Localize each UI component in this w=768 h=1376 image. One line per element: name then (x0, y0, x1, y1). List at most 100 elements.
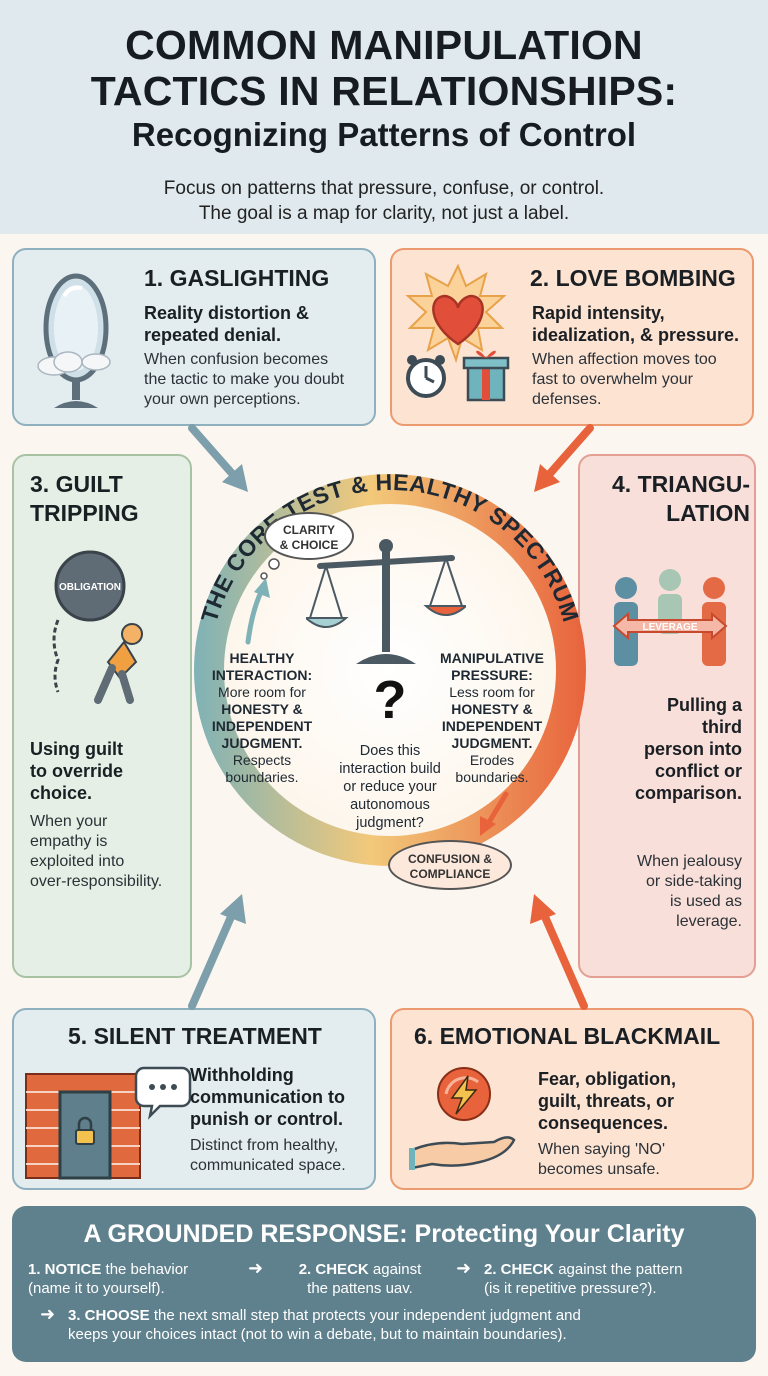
body-line: is used as (669, 893, 742, 910)
card-silent-treatment: 5. SILENT TREATMENT Withholding communic… (12, 1008, 376, 1190)
title-line: 3. GUILT (30, 471, 123, 497)
down-arrow-icon (480, 791, 509, 836)
card-lead: Rapid intensity, idealization, & pressur… (532, 302, 739, 346)
step-notice: 1. NOTICE the behavior (name it to yours… (28, 1260, 254, 1298)
step-text: (is it repetitive pressure?). (484, 1280, 657, 1297)
card-title: 5. SILENT TREATMENT (68, 1023, 322, 1049)
healthy-line: boundaries. (225, 769, 299, 785)
step-text: the behavior (105, 1261, 189, 1278)
lead-line: guilt, threats, or (538, 1091, 675, 1111)
arrow-icon: ➜ (456, 1258, 472, 1278)
lead-line: Using guilt (30, 739, 123, 759)
lead-line: Pulling a (666, 695, 742, 715)
step-text: keeps your choices intact (not to win a … (68, 1326, 567, 1343)
thought-dots (260, 558, 280, 580)
bubble-line: COMPLIANCE (409, 867, 491, 881)
bubble-line: CLARITY (283, 523, 335, 537)
footer-title: A GROUNDED RESPONSE: Protecting Your Cla… (83, 1220, 685, 1248)
body-line: Distinct from healthy, (190, 1137, 339, 1154)
manipulative-pressure-text: MANIPULATIVE PRESSURE: Less room for HON… (430, 650, 554, 786)
card-title: 4. TRIANGU- LATION (580, 470, 750, 528)
step-choose: 3. CHOOSE the next small step that prote… (68, 1306, 748, 1344)
step-check-2: 2. CHECK against the pattern (is it repe… (484, 1260, 744, 1298)
manipulative-line: Erodes (469, 752, 515, 768)
healthy-line: Respects (232, 752, 292, 768)
lead-line: Withholding (190, 1065, 294, 1085)
step-text: the next small step that protects your i… (153, 1307, 581, 1324)
obligation-label: OBLIGATION (59, 582, 121, 593)
hand-lightning-icon (409, 1067, 516, 1170)
card-body: Distinct from healthy, communicated spac… (190, 1136, 346, 1176)
body-line: leverage. (676, 913, 742, 930)
body-line: becomes unsafe. (538, 1161, 660, 1178)
step-keyword: 1. NOTICE (28, 1261, 102, 1278)
question-line: Does this (359, 743, 421, 759)
arrow-from-gaslighting (188, 424, 248, 492)
card-lead: Using guilt to override choice. (30, 738, 123, 804)
card-lead: Fear, obligation, guilt, threats, or con… (538, 1068, 676, 1134)
title-line-1: COMMON MANIPULATION (125, 22, 643, 68)
lead-line: conflict or (654, 761, 742, 781)
core-test-circle: THE CORE TEST & HEALTHY SPECTRUM CLARITY… (180, 460, 600, 890)
question-line: or reduce your (343, 779, 437, 795)
lead-line: idealization, & pressure. (532, 325, 740, 345)
card-body: When confusion becomes the tactic to mak… (144, 350, 344, 410)
card-title: 6. EMOTIONAL BLACKMAIL (414, 1023, 721, 1049)
question-mark-icon: ? (373, 670, 407, 730)
step-text: against the pattern (558, 1261, 683, 1278)
page-description: Focus on patterns that pressure, confuse… (0, 176, 768, 226)
leverage-label: LEVERAGE (642, 622, 697, 633)
card-title: 2. LOVE BOMBING (530, 265, 736, 291)
body-line: empathy is (30, 833, 108, 850)
card-title: 3. GUILT TRIPPING (30, 470, 139, 528)
brick-wall-door-icon (25, 1066, 192, 1180)
healthy-bold: HONESTY & (221, 701, 303, 717)
lead-line: third (702, 717, 742, 737)
arrow-from-silent-treatment (188, 894, 246, 1010)
healthy-bold: JUDGMENT. (221, 735, 303, 751)
title-line: 4. TRIANGU- (612, 471, 750, 497)
core-question: Does this interaction build or reduce yo… (326, 742, 454, 832)
lead-line: Fear, obligation, (538, 1069, 677, 1089)
up-arrow-icon (245, 578, 270, 645)
body-line: communicated space. (190, 1157, 346, 1174)
card-triangulation: 4. TRIANGU- LATION LEVERAGE Pulling a th… (578, 454, 756, 978)
mirror-icon (37, 273, 111, 408)
card-body: When your empathy is exploited into over… (30, 812, 162, 892)
card-emotional-blackmail: 6. EMOTIONAL BLACKMAIL Fear, obligation,… (390, 1008, 754, 1190)
body-line: or side-taking (645, 873, 742, 890)
heart-burst-icon (405, 263, 510, 402)
healthy-interaction-text: HEALTHY INTERACTION: More room for HONES… (204, 650, 320, 786)
balance-scale-icon (306, 539, 466, 664)
body-line: When confusion becomes (144, 351, 329, 368)
question-line: judgment? (356, 815, 424, 831)
page-title: COMMON MANIPULATION TACTICS IN RELATIONS… (0, 22, 768, 114)
card-lead: Pulling a third person into conflict or … (580, 694, 742, 804)
card-body: When jealousy or side-taking is used as … (580, 852, 742, 932)
weight-burden-icon: OBLIGATION (52, 550, 143, 704)
page-subtitle: Recognizing Patterns of Control (131, 116, 637, 153)
body-line: over-responsibility. (30, 873, 163, 890)
body-line: When affection moves too (532, 351, 717, 368)
grounded-response-panel: A GROUNDED RESPONSE: Protecting Your Cla… (12, 1206, 756, 1362)
question-line: interaction build (339, 761, 441, 777)
lead-line: to override (30, 761, 124, 781)
body-line: fast to overwhelm your (532, 371, 693, 388)
manipulative-line: Less room for (449, 684, 535, 700)
manipulative-bold: INDEPENDENT (441, 718, 543, 734)
step-keyword: 2. CHECK (298, 1261, 369, 1278)
manipulative-bold: HONESTY & (451, 701, 533, 717)
lead-line: communication to (190, 1087, 346, 1107)
title-line: TRIPPING (30, 500, 139, 526)
step-text: against (372, 1261, 422, 1278)
arrow-from-emotional-blackmail (530, 894, 588, 1010)
arrow-from-love-bombing (534, 424, 594, 492)
lead-line: choice. (30, 783, 93, 803)
lead-line: Reality distortion & (144, 303, 310, 323)
arrow-icon: ➜ (248, 1258, 264, 1278)
body-line: your own perceptions. (144, 391, 301, 408)
arrow-icon: ➜ (40, 1304, 56, 1324)
body-line: When jealousy (637, 853, 742, 870)
lead-line: person into (644, 739, 742, 759)
body-line: the tactic to make you doubt (144, 371, 345, 388)
